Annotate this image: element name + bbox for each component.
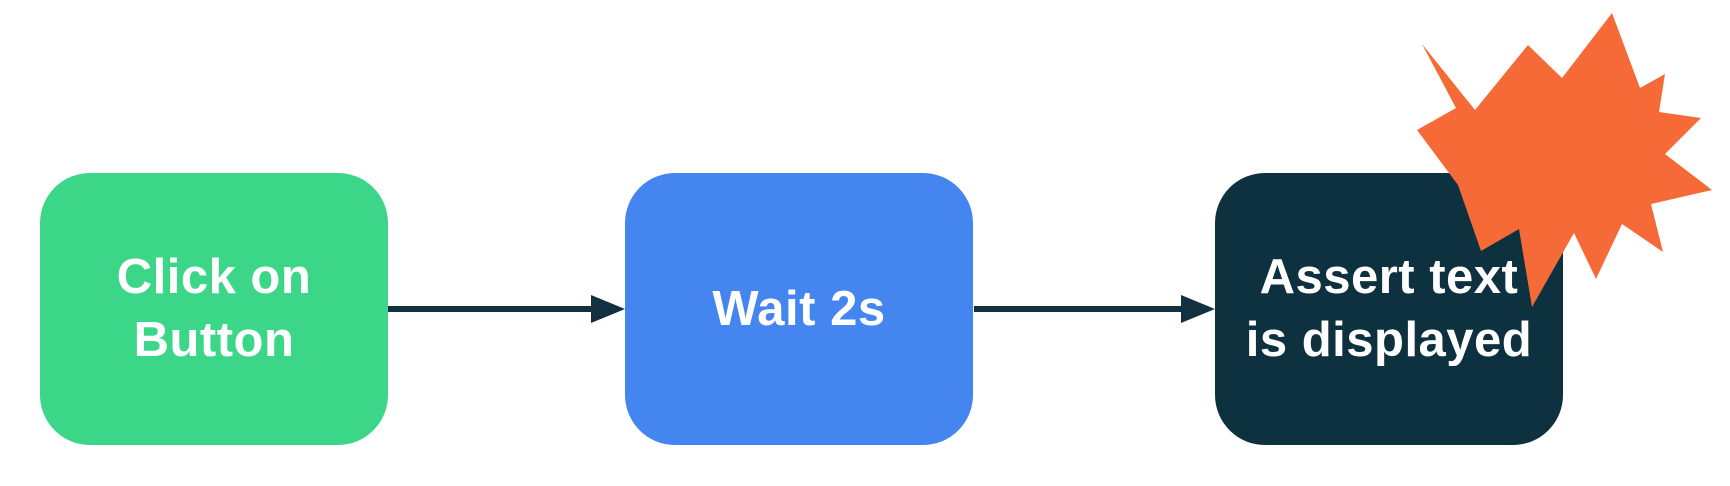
node-label: Click on Button <box>116 250 312 367</box>
node-label: Assert text is displayed <box>1245 250 1533 367</box>
arrowhead-icon <box>1181 295 1215 323</box>
node-assert-text-is-displayed: Assert text is displayed <box>1215 173 1563 445</box>
arrowhead-icon <box>591 295 625 323</box>
arrow-step1-to-step2 <box>388 295 625 323</box>
node-wait-2s: Wait 2s <box>625 173 973 445</box>
arrow-step2-to-step3 <box>974 295 1215 323</box>
node-click-on-button: Click on Button <box>40 173 388 445</box>
node-label: Wait 2s <box>712 281 886 336</box>
